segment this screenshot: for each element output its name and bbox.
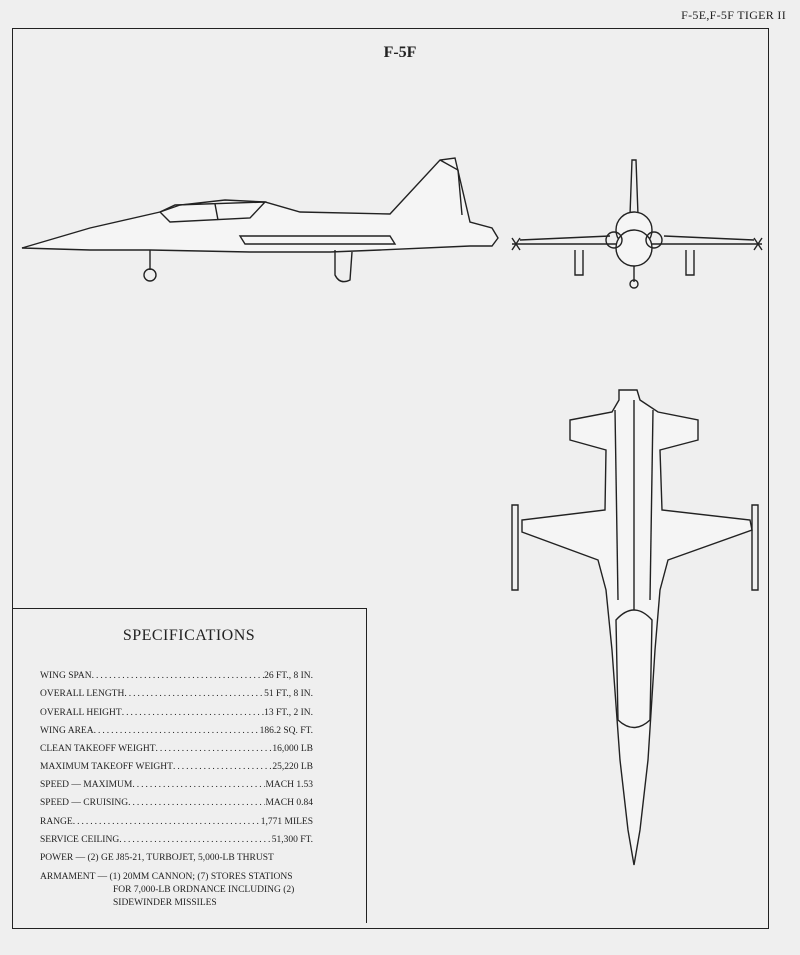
top-view-drawing: [511, 389, 759, 866]
spec-value: MACH 1.53: [265, 780, 313, 790]
spec-label: OVERALL LENGTH: [40, 689, 125, 699]
spec-row: SPEED — CRUISING MACH 0.84: [40, 798, 313, 808]
specifications-heading: SPECIFICATIONS: [122, 627, 256, 644]
spec-label: OVERALL HEIGHT: [40, 708, 122, 718]
spec-value: 1,771 MILES: [260, 817, 313, 827]
spec-value: 16,000 LB: [272, 744, 313, 754]
spec-value: 26 FT., 8 IN.: [264, 671, 313, 681]
spec-row: WING AREA 186.2 SQ. FT.: [40, 726, 313, 736]
spec-label: SPEED — MAXIMUM: [40, 780, 133, 790]
spec-row: SPEED — MAXIMUM MACH 1.53: [40, 780, 313, 790]
spec-armament-line1: ARMAMENT — (1) 20MM CANNON; (7) STORES S…: [40, 872, 293, 882]
side-view-drawing: [21, 157, 499, 283]
spec-label: SPEED — CRUISING: [40, 798, 129, 808]
spec-armament-line2: FOR 7,000-LB ORDNANCE INCLUDING (2): [113, 885, 295, 895]
spec-row: MAXIMUM TAKEOFF WEIGHT 25,220 LB: [40, 762, 313, 772]
spec-row: WING SPAN 26 FT., 8 IN.: [40, 671, 313, 681]
spec-label: WING AREA: [40, 726, 94, 736]
spec-label: MAXIMUM TAKEOFF WEIGHT: [40, 762, 173, 772]
spec-power: POWER — (2) GE J85-21, TURBOJET, 5,000-L…: [40, 853, 274, 863]
spec-value: MACH 0.84: [265, 798, 313, 808]
spec-value: 51,300 FT.: [271, 835, 313, 845]
page-title: F-5F: [383, 44, 417, 61]
spec-value: 13 FT., 2 IN.: [264, 708, 313, 718]
spec-label: RANGE: [40, 817, 73, 827]
spec-value: 186.2 SQ. FT.: [259, 726, 313, 736]
spec-label: CLEAN TAKEOFF WEIGHT: [40, 744, 156, 754]
spec-row: OVERALL HEIGHT 13 FT., 2 IN.: [40, 708, 313, 718]
front-view-drawing: [511, 159, 763, 289]
page-frame: [12, 28, 769, 929]
spec-label: SERVICE CEILING: [40, 835, 120, 845]
running-head: F-5E,F-5F TIGER II: [681, 8, 786, 22]
spec-row: CLEAN TAKEOFF WEIGHT 16,000 LB: [40, 744, 313, 754]
spec-row: RANGE 1,771 MILES: [40, 817, 313, 827]
spec-value: 51 FT., 8 IN.: [264, 689, 313, 699]
spec-label: WING SPAN: [40, 671, 92, 681]
spec-armament-line3: SIDEWINDER MISSILES: [113, 898, 217, 908]
specifications-panel: SPECIFICATIONS: [12, 608, 367, 923]
spec-row: OVERALL LENGTH 51 FT., 8 IN.: [40, 689, 313, 699]
spec-value: 25,220 LB: [272, 762, 313, 772]
spec-row: SERVICE CEILING 51,300 FT.: [40, 835, 313, 845]
